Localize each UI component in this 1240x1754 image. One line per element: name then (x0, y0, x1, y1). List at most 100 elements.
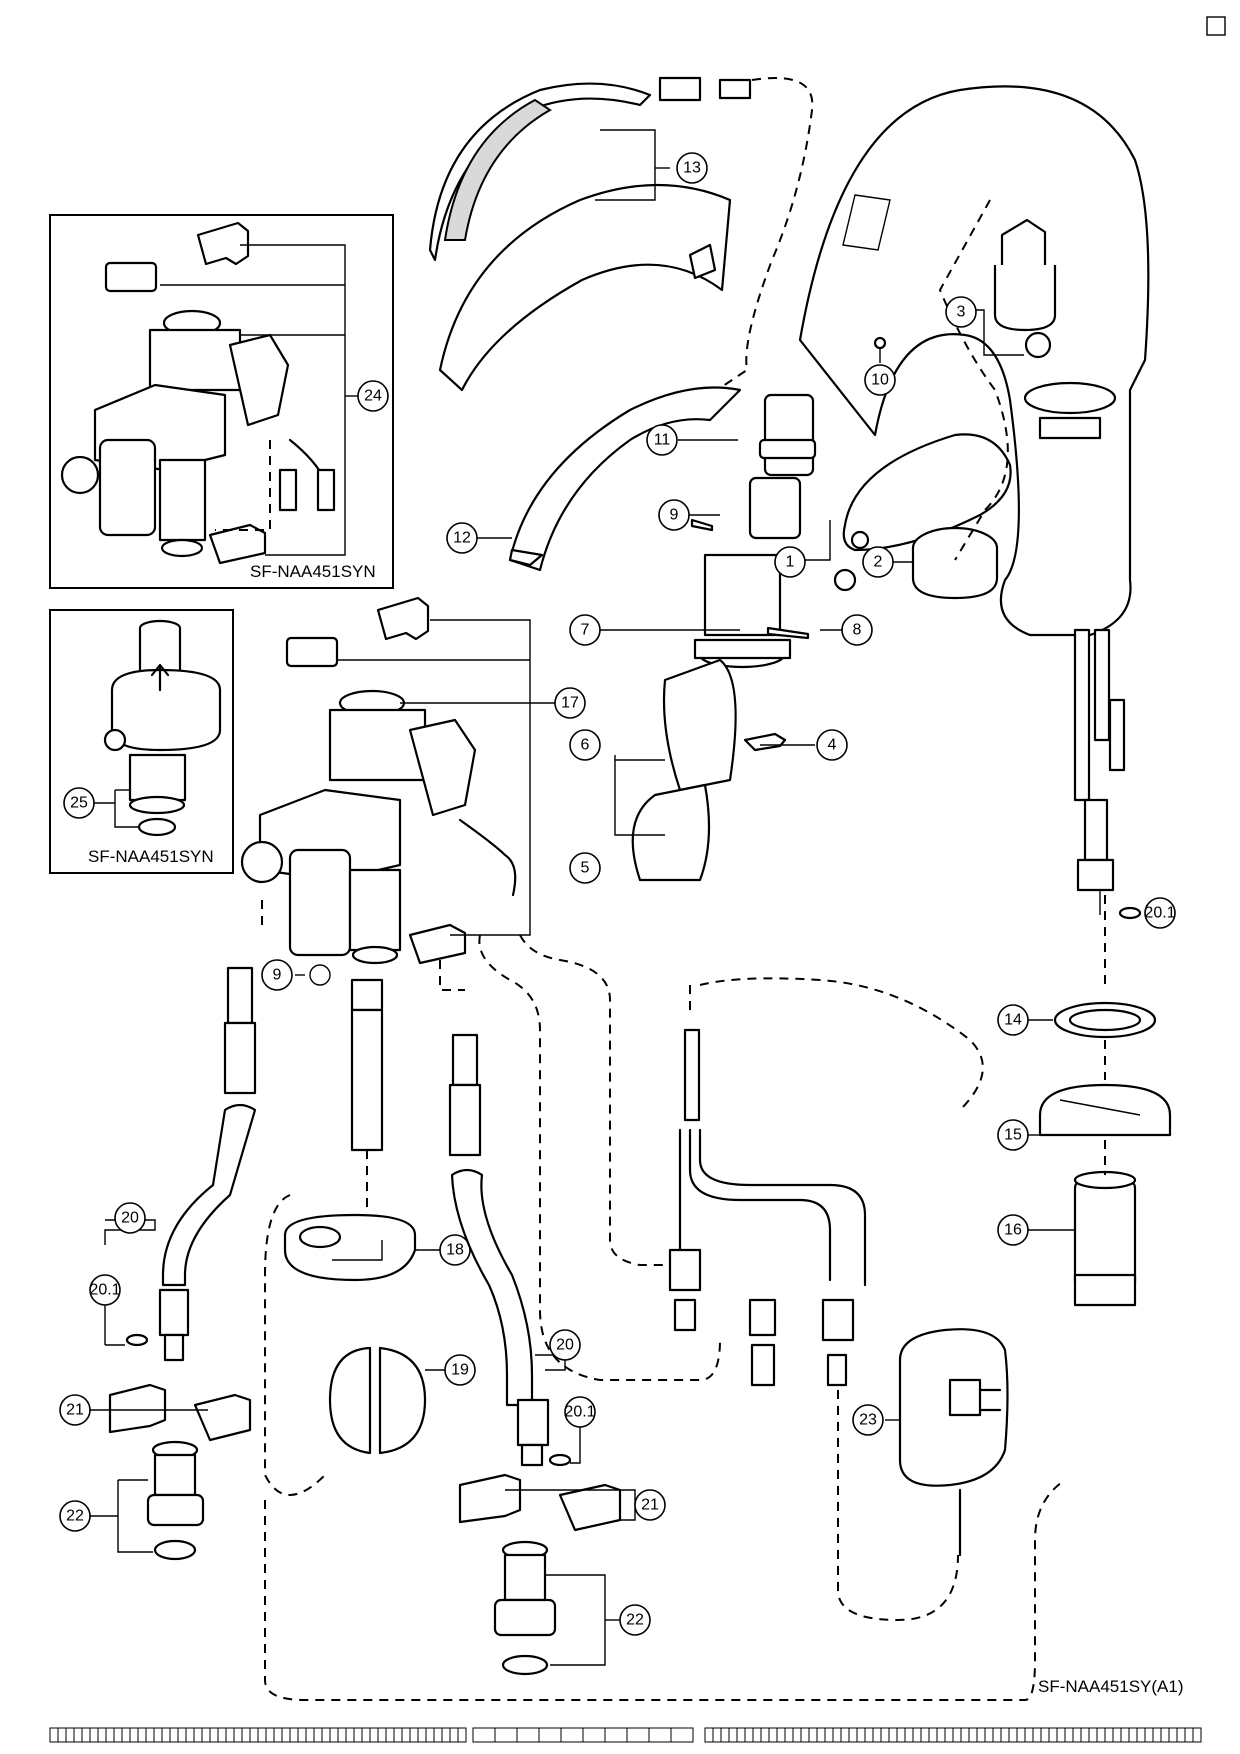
strip-cell (1120, 1727, 1130, 1743)
strip-cell (494, 1727, 518, 1743)
strip-cell (153, 1727, 163, 1743)
strip-cell (928, 1727, 938, 1743)
faucet-body: 3 10 (798, 85, 1150, 637)
callout-11: 11 (646, 424, 678, 456)
strip-cell (1008, 1727, 1018, 1743)
strip-cell (936, 1727, 946, 1743)
strip-cell (776, 1727, 786, 1743)
callout-21-right: 21 (634, 1489, 666, 1521)
svg-text:14: 14 (1004, 1012, 1022, 1029)
strip-cell (137, 1727, 147, 1743)
strip-cell (337, 1727, 347, 1743)
strip-cell (912, 1727, 922, 1743)
strip-cell (321, 1727, 331, 1743)
inset-mid-panel: 25 SF-NAA451SYN (49, 609, 234, 874)
callout-3: 3 (945, 296, 977, 328)
strip-cell (1088, 1727, 1098, 1743)
strip-cell (457, 1727, 467, 1743)
strip-cell (864, 1727, 874, 1743)
strip-cell (177, 1727, 187, 1743)
svg-text:3: 3 (957, 304, 966, 321)
callout-14: 14 (997, 1004, 1029, 1036)
strip-cell (516, 1727, 540, 1743)
strip-cell (49, 1727, 59, 1743)
strip-cell (385, 1727, 395, 1743)
svg-text:25: 25 (70, 795, 88, 812)
svg-text:4: 4 (828, 737, 837, 754)
strip-cell (65, 1727, 75, 1743)
strip-cell (81, 1727, 91, 1743)
callout-19: 19 (444, 1354, 476, 1386)
svg-text:21: 21 (641, 1497, 659, 1514)
inset-top-model-label: SF-NAA451SYN (250, 562, 376, 581)
svg-text:12: 12 (453, 530, 471, 547)
strip-cell (89, 1727, 99, 1743)
callout-20-right: 20 (549, 1329, 581, 1361)
strip-cell (1152, 1727, 1162, 1743)
strip-cell (129, 1727, 139, 1743)
svg-text:16: 16 (1004, 1222, 1022, 1239)
strip-cell (744, 1727, 754, 1743)
strip-cell (1048, 1727, 1058, 1743)
strip-cell (992, 1727, 1002, 1743)
callout-15: 15 (997, 1119, 1029, 1151)
strip-cell (1112, 1727, 1122, 1743)
strip-cell (273, 1727, 283, 1743)
callout-20-1-left: 20.1 (89, 1274, 121, 1306)
svg-text:19: 19 (451, 1362, 469, 1379)
strip-cell (233, 1727, 243, 1743)
spout-cover-13: 13 (428, 76, 752, 392)
strip-cell (369, 1727, 379, 1743)
strip-cell (361, 1727, 371, 1743)
strip-cell (401, 1727, 411, 1743)
strip-cell (1104, 1727, 1114, 1743)
strip-cell (209, 1727, 219, 1743)
svg-text:1: 1 (786, 554, 795, 571)
strip-cell (1032, 1727, 1042, 1743)
strip-cell (816, 1727, 826, 1743)
svg-text:9: 9 (273, 967, 282, 984)
strip-cell (560, 1727, 584, 1743)
strip-cell (161, 1727, 171, 1743)
strip-cell (121, 1727, 131, 1743)
mounting-parts: 14 15 16 (997, 895, 1172, 1307)
callout-24: 24 (345, 380, 389, 412)
svg-text:21: 21 (66, 1402, 84, 1419)
callout-8: 8 (841, 614, 873, 646)
callout-13: 13 (676, 152, 708, 184)
svg-text:5: 5 (581, 860, 590, 877)
strip-cell (145, 1727, 155, 1743)
strip-cell (185, 1727, 195, 1743)
strip-cell (225, 1727, 235, 1743)
svg-text:20.1: 20.1 (564, 1404, 595, 1421)
strip-cell (169, 1727, 179, 1743)
strip-cell (968, 1727, 978, 1743)
strip-cell (1136, 1727, 1146, 1743)
strip-cell (377, 1727, 387, 1743)
strip-cell (73, 1727, 83, 1743)
strip-cell (720, 1727, 730, 1743)
svg-text:20: 20 (556, 1337, 574, 1354)
strip-cell (538, 1727, 562, 1743)
strip-cell (832, 1727, 842, 1743)
aerator-assembly: 11 9 7 8 6 4 5 (569, 393, 873, 884)
strip-cell (297, 1727, 307, 1743)
svg-text:11: 11 (654, 432, 671, 449)
strip-cell (289, 1727, 299, 1743)
strip-cell (1168, 1727, 1178, 1743)
strip-cell (257, 1727, 267, 1743)
callout-16: 16 (997, 1214, 1029, 1246)
strip-cell (393, 1727, 403, 1743)
inset-top-panel: 24 SF-NAA451SYN (49, 214, 394, 589)
strip-cell (305, 1727, 315, 1743)
strip-cell (1016, 1727, 1026, 1743)
callout-9-bottom: 9 (261, 959, 293, 991)
svg-text:20.1: 20.1 (1144, 905, 1175, 922)
svg-text:22: 22 (66, 1508, 84, 1525)
strip-cell (409, 1727, 419, 1743)
svg-text:24: 24 (364, 388, 382, 405)
svg-text:15: 15 (1004, 1127, 1022, 1144)
callout-20-1-right: 20.1 (1144, 897, 1176, 929)
strip-cell (1192, 1727, 1202, 1743)
strip-cell (604, 1727, 628, 1743)
